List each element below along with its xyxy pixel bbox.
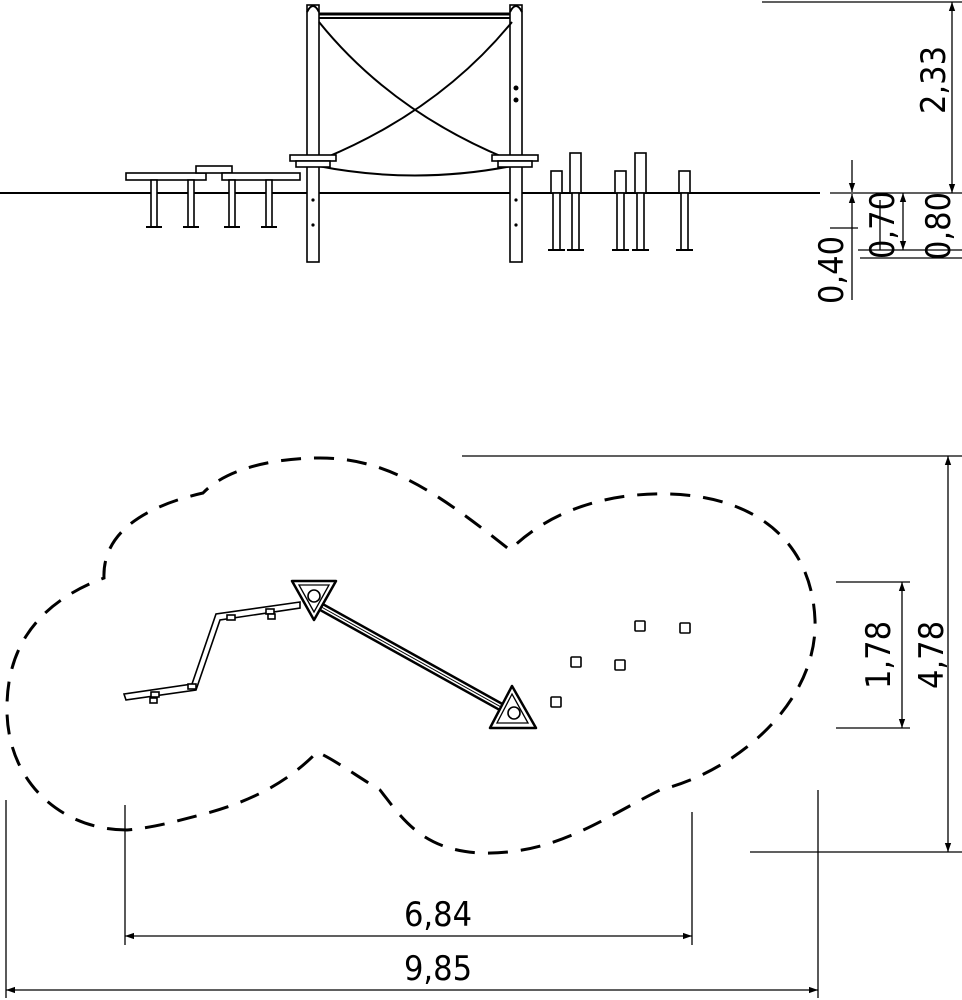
balance-beam-plan (122, 601, 301, 704)
safety-zone-outline (5, 456, 817, 855)
dim-label-foundation-depth: 0,40 (812, 236, 852, 304)
rope-bridge-plan (290, 579, 538, 730)
elevation-view (0, 1, 962, 300)
balance-beam-elevation (125, 165, 301, 228)
elevation-dimensions (762, 1, 962, 300)
dim-label-total-height: 2,33 (914, 46, 954, 114)
dim-label-depth-inner: 1,78 (859, 621, 899, 689)
dim-label-platform-height: 0,70 (863, 191, 903, 259)
plan-dimensions (5, 455, 962, 998)
dim-label-depth-outer: 4,78 (912, 621, 952, 689)
rope-bridge-frame (289, 4, 539, 263)
stepping-posts-plan (550, 620, 691, 708)
stepping-posts-elevation (548, 152, 693, 251)
plan-view (5, 455, 962, 998)
dim-label-length-inner: 6,84 (404, 895, 472, 935)
dim-label-length-outer: 9,85 (404, 949, 472, 989)
dim-label-post-height: 0,80 (919, 192, 959, 260)
